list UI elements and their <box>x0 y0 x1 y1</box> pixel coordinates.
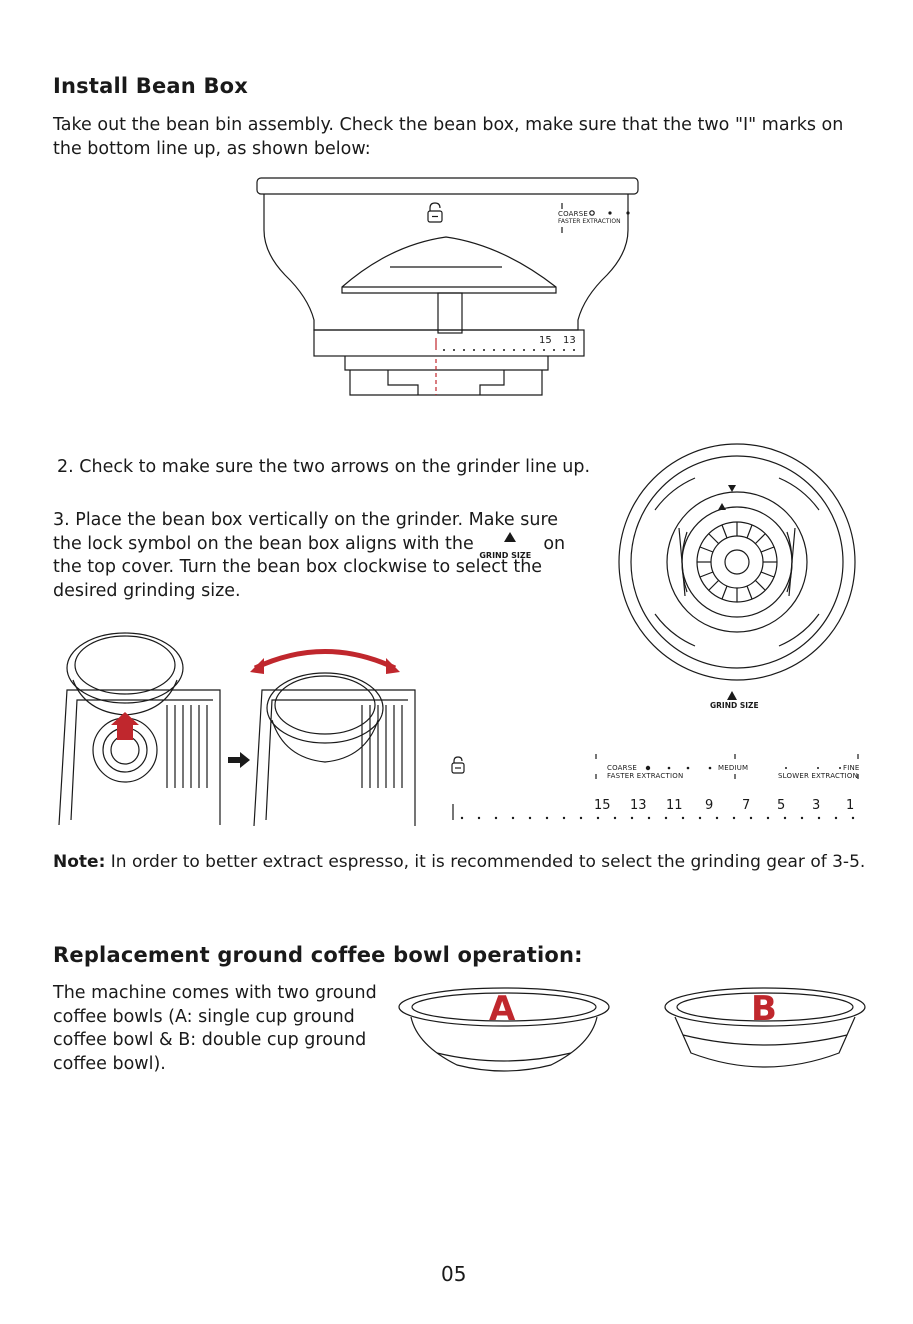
replacement-line3: coffee bowl & B: double cup ground <box>53 1029 393 1053</box>
diagram1-coarse-label: COARSE <box>558 210 588 218</box>
step-3-line2-a: the lock symbol on the bean box aligns w… <box>53 534 474 554</box>
note-text: In order to better extract espresso, it … <box>105 852 865 872</box>
step-2-text: 2. Check to make sure the two arrows on … <box>57 456 590 480</box>
machine-before-diagram <box>55 620 225 830</box>
diagram1-scale-15: 15 <box>539 335 552 346</box>
note-label: Note: <box>53 852 105 872</box>
section-title-replacement: Replacement ground coffee bowl operation… <box>53 943 583 967</box>
grinder-grind-size-label: GRIND SIZE <box>710 701 759 710</box>
grind-scale-strip: COARSE FASTER EXTRACTION MEDIUM FINE SLO… <box>450 748 865 828</box>
scale-number: 9 <box>705 798 713 813</box>
step-3-text: 3. Place the bean box vertically on the … <box>53 509 613 603</box>
scale-number: 5 <box>777 798 785 813</box>
scale-number: 11 <box>666 798 683 813</box>
bowl-a-label: A <box>489 989 515 1029</box>
page-number: 05 <box>441 1262 466 1286</box>
grind-size-inline-label: GRIND SIZE <box>479 544 531 568</box>
step-3-line2-b: on <box>543 534 565 554</box>
grind-size-arrow-icon <box>504 532 516 542</box>
replacement-text: The machine comes with two ground coffee… <box>53 982 393 1076</box>
scale-number: 1 <box>846 798 854 813</box>
step-3-line1: 3. Place the bean box vertically on the … <box>53 509 613 533</box>
scale-number: 7 <box>742 798 750 813</box>
step-3-line4: desired grinding size. <box>53 580 613 604</box>
scale-faster-label: FASTER EXTRACTION <box>607 772 683 780</box>
diagram1-faster-label: FASTER EXTRACTION <box>558 218 621 225</box>
coffee-bowl-b-diagram: B <box>663 985 868 1080</box>
scale-fine-label: FINE <box>843 764 860 772</box>
scale-coarse-label: COARSE <box>607 764 637 772</box>
bean-box-side-diagram: COARSE FASTER EXTRACTION 15 13 <box>250 175 650 405</box>
install-intro: Take out the bean bin assembly. Check th… <box>53 114 873 161</box>
grinder-top-view-diagram: GRIND SIZE <box>615 440 860 715</box>
replacement-line4: coffee bowl). <box>53 1053 393 1077</box>
scale-number: 13 <box>630 798 647 813</box>
section-title-install: Install Bean Box <box>53 74 248 98</box>
grind-size-symbol: GRIND SIZE <box>479 534 543 554</box>
replacement-line1: The machine comes with two ground <box>53 982 393 1006</box>
note-paragraph: Note: In order to better extract espress… <box>53 851 893 875</box>
scale-number: 3 <box>812 798 820 813</box>
scale-number: 15 <box>594 798 611 813</box>
scale-medium-label: MEDIUM <box>718 764 748 772</box>
next-arrow-icon <box>228 752 250 768</box>
replacement-line2: coffee bowls (A: single cup ground <box>53 1006 393 1030</box>
bowl-b-label: B <box>751 989 777 1029</box>
machine-after-diagram <box>250 640 420 830</box>
install-intro-line1: Take out the bean bin assembly. Check th… <box>53 114 873 138</box>
coffee-bowl-a-diagram: A <box>397 985 612 1080</box>
install-intro-line2: the bottom line up, as shown below: <box>53 138 873 162</box>
diagram1-scale-13: 13 <box>563 335 576 346</box>
scale-slower-label: SLOWER EXTRACTION <box>778 772 858 780</box>
step-3-line2: the lock symbol on the bean box aligns w… <box>53 533 613 557</box>
